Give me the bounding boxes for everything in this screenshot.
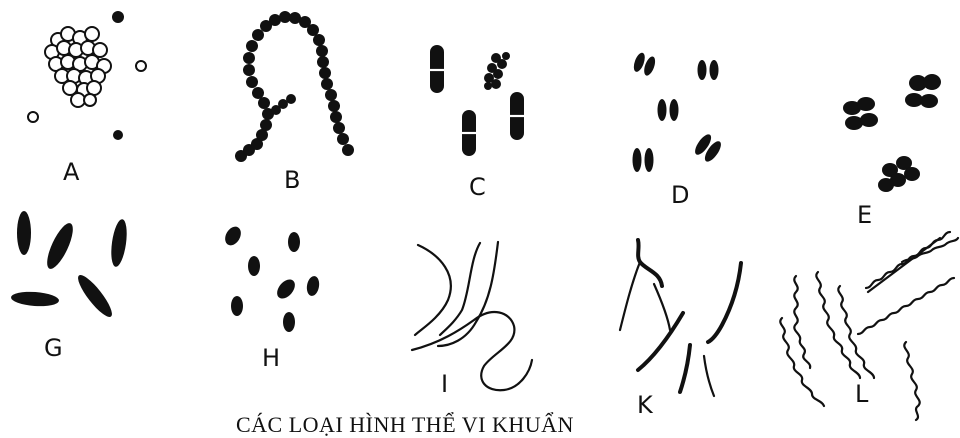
cocci-chain-icon bbox=[235, 11, 354, 162]
short-rods-icon bbox=[430, 45, 524, 156]
panel-label-c: C bbox=[469, 175, 486, 199]
figure-caption: CÁC LOẠI HÌNH THỂ VI KHUẨN bbox=[236, 412, 574, 438]
diplococci-clusters-icon bbox=[843, 74, 941, 192]
diplococci-oval-icon bbox=[632, 51, 724, 172]
panel-label-a: A bbox=[63, 160, 79, 184]
panel-label-l: L bbox=[855, 382, 868, 406]
cocci-cluster-icon bbox=[28, 11, 146, 140]
large-rods-icon bbox=[11, 211, 130, 321]
panel-label-d: D bbox=[671, 183, 689, 207]
curved-rods-icon bbox=[620, 240, 741, 396]
panel-label-k: K bbox=[637, 393, 653, 417]
panel-label-e: E bbox=[857, 203, 872, 227]
long-filaments-icon bbox=[412, 242, 532, 390]
coccobacilli-icon bbox=[222, 224, 321, 332]
spirochetes-icon bbox=[780, 232, 958, 420]
panel-label-b: B bbox=[284, 168, 300, 192]
panel-label-i: I bbox=[441, 372, 448, 396]
panel-label-g: G bbox=[44, 336, 63, 360]
panel-label-h: H bbox=[262, 346, 280, 370]
